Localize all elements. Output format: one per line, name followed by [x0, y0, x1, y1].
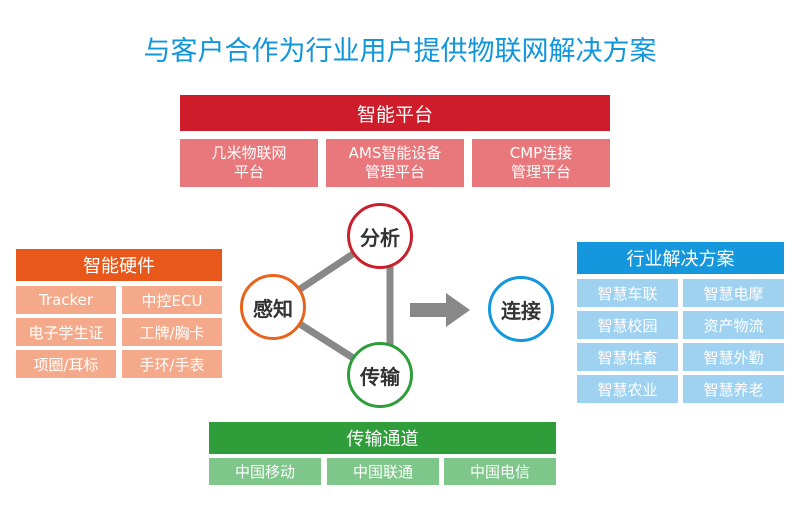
solution-item-logistics: 资产物流: [683, 311, 784, 339]
hardware-item-badge: 工牌/胸卡: [122, 318, 222, 346]
solution-item-agriculture: 智慧农业: [577, 375, 678, 403]
platform-item-jimi: 几米物联网 平台: [180, 139, 318, 187]
node-connection: 连接: [488, 276, 554, 342]
hardware-item-student-card: 电子学生证: [16, 318, 116, 346]
hardware-item-watch: 手环/手表: [122, 350, 222, 378]
hardware-item-collar: 项圈/耳标: [16, 350, 116, 378]
arrow-right-icon: [410, 293, 470, 327]
solution-item-field-service: 智慧外勤: [683, 343, 784, 371]
platform-header: 智能平台: [180, 95, 610, 131]
page-title: 与客户合作为行业用户提供物联网解决方案: [143, 35, 657, 67]
solution-item-elderly-care: 智慧养老: [683, 375, 784, 403]
transport-item-china-mobile: 中国移动: [209, 458, 321, 485]
node-analysis: 分析: [347, 203, 413, 269]
solution-item-livestock: 智慧牲畜: [577, 343, 678, 371]
solution-item-campus: 智慧校园: [577, 311, 678, 339]
solution-item-emotorcycle: 智慧电摩: [683, 279, 784, 307]
transport-header: 传输通道: [209, 422, 556, 454]
solutions-header: 行业解决方案: [577, 242, 784, 274]
solution-item-vehicle: 智慧车联: [577, 279, 678, 307]
hardware-item-tracker: Tracker: [16, 286, 116, 314]
hardware-item-ecu: 中控ECU: [122, 286, 222, 314]
hardware-header: 智能硬件: [16, 249, 222, 281]
node-transmission: 传输: [347, 342, 413, 408]
platform-item-ams: AMS智能设备 管理平台: [326, 139, 464, 187]
transport-item-china-telecom: 中国电信: [444, 458, 556, 485]
platform-item-cmp: CMP连接 管理平台: [472, 139, 610, 187]
node-perception: 感知: [240, 274, 306, 340]
transport-item-china-unicom: 中国联通: [327, 458, 439, 485]
